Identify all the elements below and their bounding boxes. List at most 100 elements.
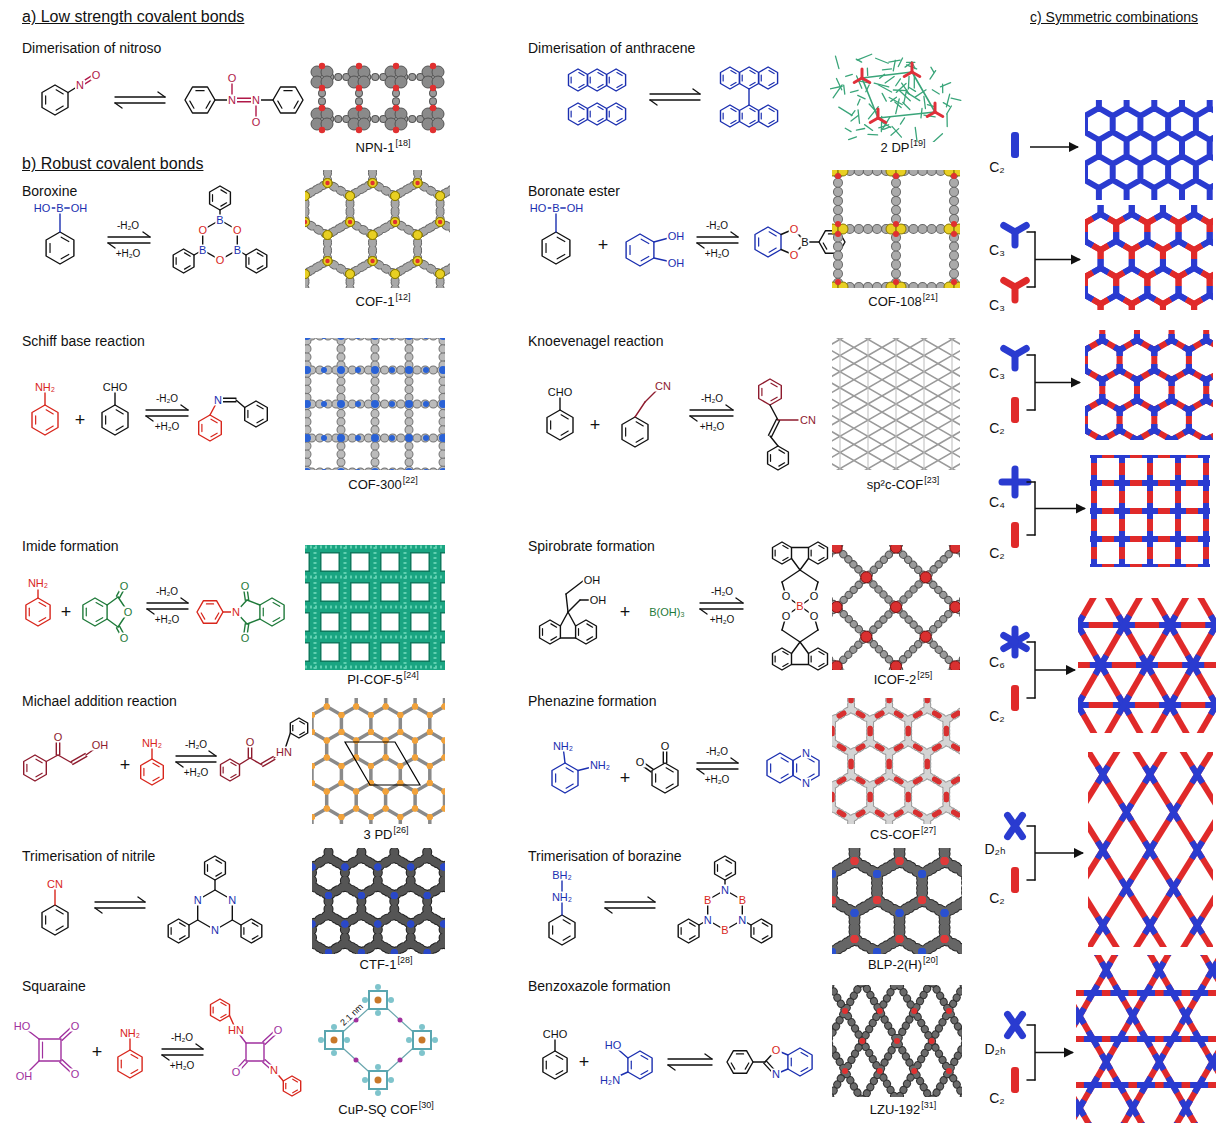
double-bond [617,73,622,76]
atom-label: B [800,237,809,248]
sphere-chain [305,170,450,288]
atom-sphere [341,864,348,871]
net-bar [1108,241,1116,246]
polymer-strand [900,118,904,124]
double-bond [257,253,263,256]
net-node [1181,1100,1190,1116]
polymer-strand [868,134,878,136]
double-bond [811,656,812,662]
phenazine-link [877,746,882,749]
atom-sphere [324,806,330,812]
atom-label: OH [667,231,686,242]
double-bond [56,90,63,94]
atom-sphere [896,935,904,943]
double-bond [579,84,584,87]
net-node [1145,766,1156,783]
net-bar [1155,214,1163,219]
atom-sphere [325,892,332,899]
net-bar [1121,955,1216,1123]
double-bond [35,416,36,424]
atom-sphere [346,192,355,201]
net-node [1149,430,1154,433]
water-label: -H₂O [711,586,733,598]
atom-sphere [415,181,419,185]
net-node [1154,407,1159,410]
atom-sphere [391,949,398,954]
atom-sphere [832,870,836,878]
net-bar [1210,273,1213,278]
double-bond [294,101,298,108]
framework-line [312,698,445,824]
net-bar [1085,100,1213,200]
equilibrium-arrow [95,901,145,902]
benzene-ring [721,67,740,89]
atom-sphere [835,231,841,237]
net-node [1165,615,1176,634]
phenazine-link [915,779,920,782]
atom-sphere [427,780,433,786]
c2-linker [1011,685,1019,711]
net-bar [1076,995,1091,1123]
porphyrin-core [369,991,387,1009]
atom-sphere [337,338,345,340]
atom-sphere [393,63,399,69]
atom-sphere [946,1068,952,1074]
double-bond [212,195,213,202]
double-bond [769,109,774,112]
symmetry-icon [1004,629,1027,655]
atom-sphere [391,218,400,227]
atom-sphere [415,259,419,263]
atom-sphere [338,780,344,786]
double-bond [557,237,565,241]
net-bar [1171,295,1179,300]
atom-sphere [896,909,904,917]
net-node [1175,475,1181,491]
bracket-line [1027,534,1035,536]
atom-sphere [391,218,400,227]
polymer-strand [882,68,891,70]
net-bar [1087,598,1207,733]
double-bond [762,936,768,939]
atom-sphere [397,814,403,820]
atom-sphere [393,220,397,224]
atom-sphere [412,704,418,710]
atom-sphere [383,789,389,795]
atom-sphere [877,1068,883,1074]
atom-sphere [325,181,329,185]
atom-sphere [353,704,359,710]
phenazine-link [935,746,940,749]
atom-sphere [427,763,433,769]
net-node [1102,1054,1111,1070]
double-bond [666,784,673,788]
atom-sphere [427,712,433,718]
double-bond [590,77,591,83]
pyrrole-unit [432,1037,438,1043]
double-bond [252,936,258,939]
net-node [1095,655,1106,674]
atom-sphere [436,192,445,201]
atom-sphere [918,948,926,954]
atom-sphere [851,935,859,943]
2dp-structure [830,54,961,142]
atom-sphere [405,400,413,408]
atom-sphere [391,270,400,279]
triptycene-core [854,78,862,83]
bracket-line [1027,409,1035,411]
atom-sphere [951,231,957,237]
atom-sphere [325,892,332,899]
symmetry-icon [1008,1014,1023,1035]
sphere-chain [832,698,960,824]
equilibrium-arrow [176,755,216,756]
polymer-strand [885,77,894,83]
double-bond [221,203,227,206]
net-bar [1132,300,1140,305]
atom-sphere [324,704,330,710]
equilibrium-arrow [146,409,188,410]
bond [240,758,250,765]
double-bond [39,618,46,622]
atom-sphere [941,935,949,943]
net-node [1168,879,1179,896]
phenazine-link [887,698,892,701]
atom-sphere [305,270,310,279]
net-node [1091,503,1097,519]
